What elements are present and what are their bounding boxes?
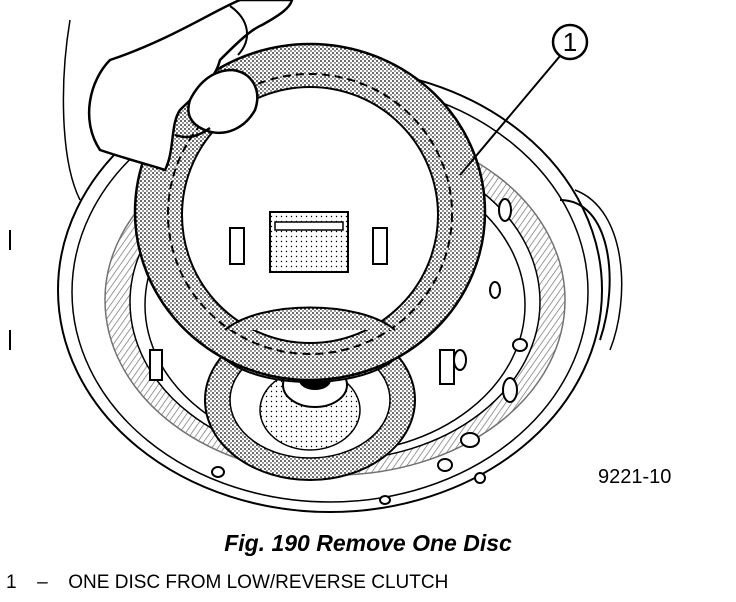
callout-1: 1 bbox=[459, 23, 589, 176]
legend-number: 1 bbox=[6, 572, 17, 593]
legend-dash: – bbox=[37, 572, 48, 593]
figure-code: 9221-10 bbox=[598, 466, 672, 488]
leader-line bbox=[459, 55, 561, 176]
legend-text: ONE DISC FROM LOW/REVERSE CLUTCH bbox=[68, 572, 449, 593]
hand bbox=[87, 0, 294, 172]
bolt-holes bbox=[211, 198, 528, 505]
callout-number: 1 bbox=[563, 27, 577, 57]
legend-item: 1 – ONE DISC FROM LOW/REVERSE CLUTCH bbox=[6, 572, 448, 594]
clutch-disc-illustration: 1 bbox=[9, 0, 623, 513]
callout-circle bbox=[551, 23, 589, 61]
figure-caption: Fig. 190 Remove One Disc bbox=[224, 530, 512, 556]
